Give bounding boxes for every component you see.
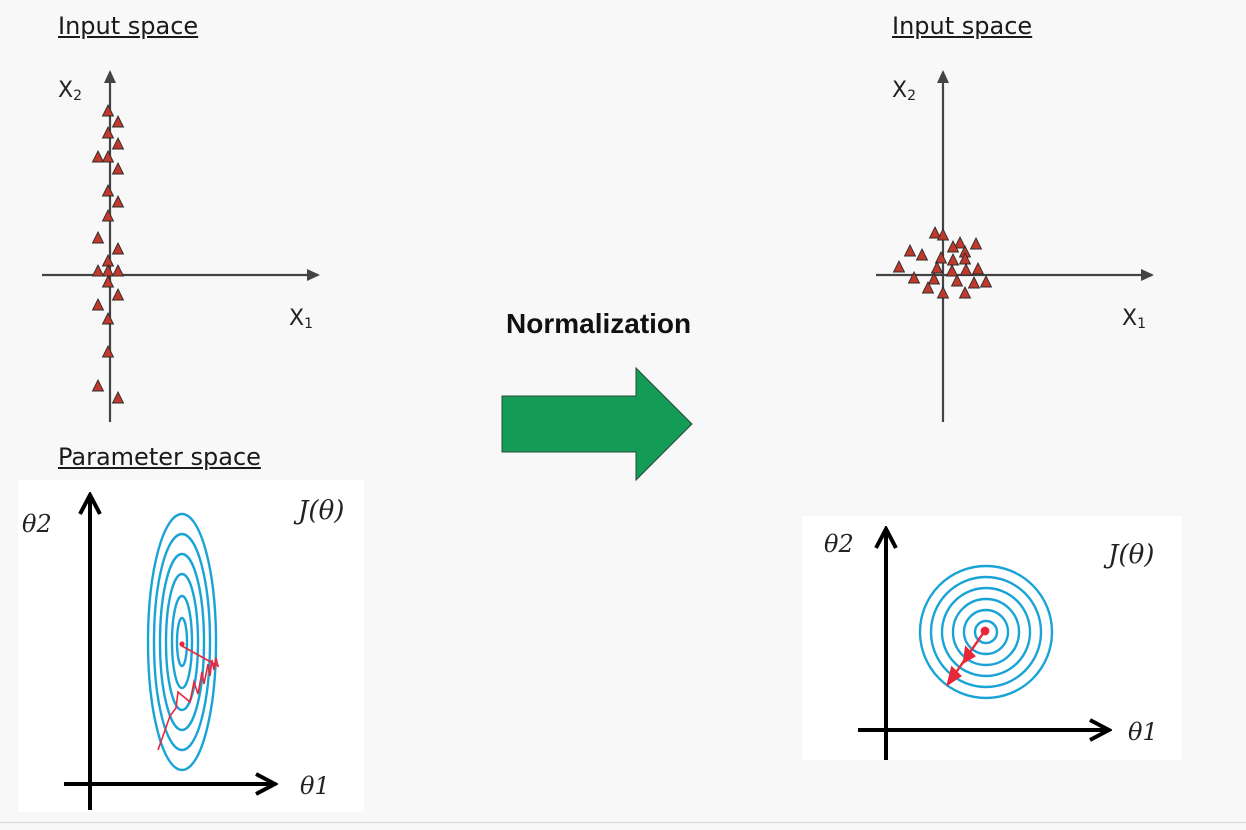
data-point-marker <box>101 125 115 139</box>
data-point-marker <box>934 250 948 264</box>
data-point-marker <box>967 275 981 289</box>
data-point-marker <box>927 271 941 285</box>
data-point-marker <box>958 285 972 299</box>
data-point-marker <box>936 227 950 241</box>
data-point-marker <box>945 263 959 277</box>
data-point-marker <box>111 161 125 175</box>
data-point-marker <box>892 259 906 273</box>
data-point-marker <box>101 311 115 325</box>
left-parameter-panel: θ2 θ1 J(θ) <box>18 480 364 812</box>
left-theta1-label: θ1 <box>300 772 330 800</box>
left-input-axes <box>42 70 320 422</box>
right-contours <box>918 564 1054 700</box>
data-point-marker <box>928 225 942 239</box>
data-point-marker <box>907 270 921 284</box>
data-point-marker <box>969 236 983 250</box>
data-point-marker <box>101 208 115 222</box>
data-point-marker <box>101 183 115 197</box>
bottom-divider <box>0 822 1246 823</box>
data-point-marker <box>101 149 115 163</box>
data-point-marker <box>959 262 973 276</box>
right-parameter-panel: θ2 θ1 J(θ) <box>802 516 1182 760</box>
data-point-marker <box>111 241 125 255</box>
data-point-marker <box>111 390 125 404</box>
left-x1-label: X1 <box>289 306 313 332</box>
data-point-marker <box>101 344 115 358</box>
right-x2-label: X2 <box>892 78 916 104</box>
right-contour-plot <box>858 516 1182 760</box>
data-point-marker <box>946 252 960 266</box>
data-point-marker <box>101 103 115 117</box>
right-descent-path <box>946 626 990 687</box>
data-point-marker <box>91 297 105 311</box>
left-contour-plot <box>64 480 364 810</box>
data-point-marker <box>111 194 125 208</box>
data-point-marker <box>953 235 967 249</box>
data-point-marker <box>936 285 950 299</box>
left-cost-label: J(θ) <box>298 496 345 526</box>
right-input-space-heading: Input space <box>892 12 1033 40</box>
normalization-arrow <box>501 366 693 482</box>
data-point-marker <box>111 263 125 277</box>
data-point-marker <box>91 149 105 163</box>
normalization-label: Normalization <box>506 308 692 339</box>
left-input-space-heading: Input space <box>58 12 199 40</box>
data-point-marker <box>903 243 917 257</box>
right-cost-label: J(θ) <box>1108 540 1155 570</box>
data-point-marker <box>971 261 985 275</box>
data-point-marker <box>111 136 125 150</box>
data-point-marker <box>930 260 944 274</box>
parameter-space-heading: Parameter space <box>58 443 261 471</box>
data-point-marker <box>950 273 964 287</box>
left-descent-path <box>157 645 220 751</box>
data-point-marker <box>958 251 972 265</box>
data-point-marker <box>91 263 105 277</box>
data-point-marker <box>101 274 115 288</box>
right-theta2-label: θ2 <box>824 530 854 558</box>
data-point-marker <box>111 114 125 128</box>
data-point-marker <box>946 239 960 253</box>
left-theta2-label: θ2 <box>22 510 52 538</box>
data-point-marker <box>979 274 993 288</box>
data-point-marker <box>101 263 115 277</box>
left-contours <box>146 512 218 772</box>
data-point-marker <box>111 287 125 301</box>
data-point-marker <box>921 280 935 294</box>
left-x2-label: X2 <box>58 78 82 104</box>
right-theta1-label: θ1 <box>1128 718 1158 746</box>
data-point-marker <box>915 247 929 261</box>
data-point-marker <box>91 230 105 244</box>
right-input-axes <box>876 70 1154 422</box>
data-point-marker <box>91 378 105 392</box>
right-x1-label: X1 <box>1122 306 1146 332</box>
